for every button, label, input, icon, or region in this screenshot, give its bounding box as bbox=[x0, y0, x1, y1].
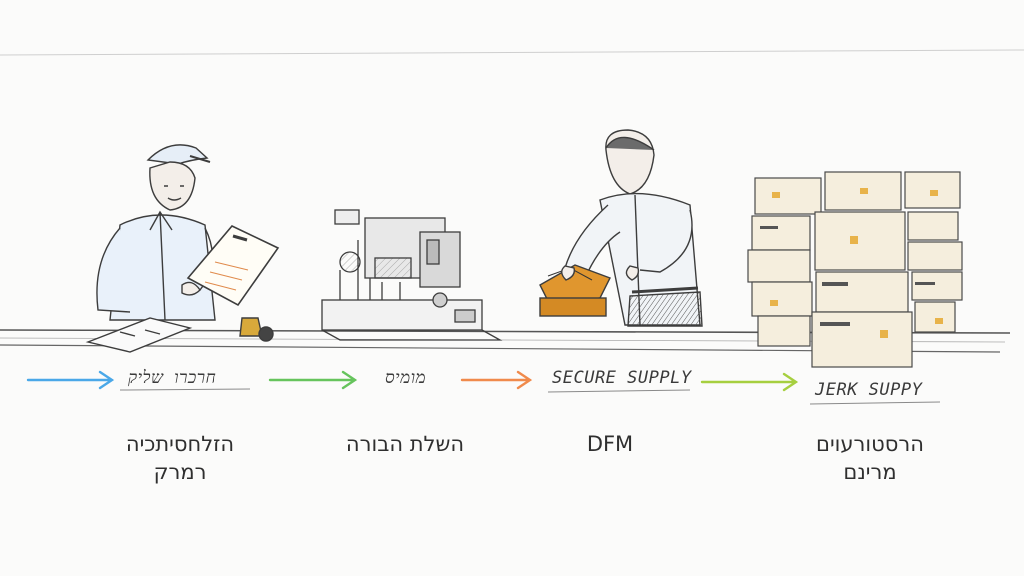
box-stack bbox=[747, 171, 963, 368]
arrow-stage-3 bbox=[460, 370, 533, 390]
stage-1-caption: הזלחסיתכיה רמרק bbox=[90, 430, 270, 486]
stage-1-caption-line-2: רמרק bbox=[153, 460, 207, 484]
label-underlines bbox=[119, 388, 941, 405]
stage-3-label: SECURE SUPPLY bbox=[552, 368, 692, 388]
stage-3-caption-line-1: DFM bbox=[586, 432, 634, 456]
stage-4-caption-line-1: הרסטורעוים bbox=[816, 432, 924, 456]
stage-4-label: JERK SUPPY bbox=[815, 380, 923, 400]
stage-2-label: מומיס bbox=[385, 368, 427, 388]
operator-figure bbox=[539, 129, 703, 327]
stage-4-caption: הרסטורעוים מרינם bbox=[780, 430, 960, 486]
arrow-stage-2 bbox=[268, 370, 358, 390]
process-arrows bbox=[26, 370, 799, 392]
stage-2-caption: השלת הבורה bbox=[320, 430, 490, 458]
testing-machine bbox=[321, 209, 503, 341]
stage-2-caption-line-1: השלת הבורה bbox=[345, 432, 465, 456]
arrow-stage-1 bbox=[26, 370, 115, 390]
top-guide-line bbox=[0, 49, 1024, 56]
stage-4-caption-line-2: מרינם bbox=[843, 460, 897, 484]
stage-1-label: חרכרו שליק bbox=[128, 368, 217, 388]
stage-1-caption-line-1: הזלחסיתכיה bbox=[125, 432, 235, 456]
stage-3-caption: DFM bbox=[560, 430, 660, 458]
inspector-figure bbox=[85, 144, 280, 353]
arrow-stage-4 bbox=[700, 372, 799, 392]
